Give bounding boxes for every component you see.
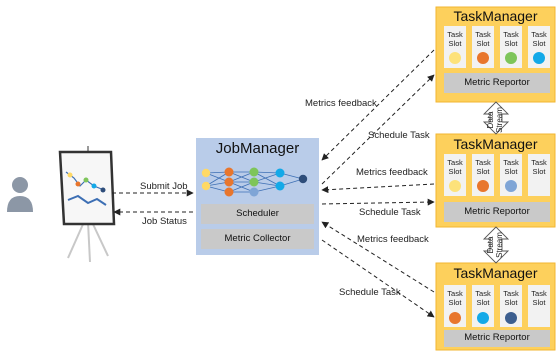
- metrics-feedback-label-3: Metrics feedback: [357, 234, 429, 245]
- metric-reporter-label-2: Metric Reportor: [464, 206, 530, 217]
- slot-dot-3-3: [505, 312, 517, 324]
- presentation-board-icon: [58, 146, 116, 263]
- slot-dot-2-1: [449, 180, 461, 192]
- schedule-task-label-1: Schedule Task: [368, 130, 430, 141]
- metric-reporter-label-3: Metric Reportor: [464, 332, 530, 343]
- metric-reporter-label-1: Metric Reportor: [464, 77, 530, 88]
- slot-dot-1-3: [505, 52, 517, 64]
- schedule-task-label-2: Schedule Task: [359, 207, 421, 218]
- task-manager-3-title: TaskManager: [453, 265, 538, 281]
- slot-dot-3-2: [477, 312, 489, 324]
- slot-dot-3-1: [449, 312, 461, 324]
- data-stream-arrow-2: [482, 226, 510, 264]
- schedule-task-arrow-2: [321, 198, 435, 206]
- metrics-feedback-label-2: Metrics feedback: [356, 167, 428, 178]
- metric-collector-label: Metric Collector: [224, 233, 291, 244]
- scheduler-label: Scheduler: [236, 208, 279, 219]
- user-icon: [7, 177, 33, 212]
- schedule-task-label-3: Schedule Task: [339, 287, 401, 298]
- job-graph-nodes: [201, 167, 308, 197]
- metrics-feedback-label-1: Metrics feedback: [305, 98, 377, 109]
- submit-job-label: Submit Job: [140, 181, 188, 192]
- slot-dot-1-2: [477, 52, 489, 64]
- slot-dot-1-1: [449, 52, 461, 64]
- schedule-task-arrow-3: [321, 239, 435, 318]
- job-manager-title: JobManager: [215, 140, 300, 157]
- schedule-task-arrow-1: [321, 74, 435, 185]
- metrics-feedback-arrow-2: [321, 183, 435, 194]
- task-manager-1-title: TaskManager: [453, 8, 538, 24]
- metrics-feedback-arrow-1: [321, 49, 435, 161]
- metrics-feedback-arrow-3: [321, 221, 435, 293]
- slot-dot-2-3: [505, 180, 517, 192]
- job-status-label: Job Status: [142, 216, 187, 227]
- slot-dot-1-4: [533, 52, 545, 64]
- data-stream-arrow-1: [482, 101, 510, 135]
- task-manager-2-title: TaskManager: [453, 136, 538, 152]
- slot-dot-2-2: [477, 180, 489, 192]
- scheduler-bar: [201, 204, 314, 224]
- metric-collector-bar: [201, 229, 314, 249]
